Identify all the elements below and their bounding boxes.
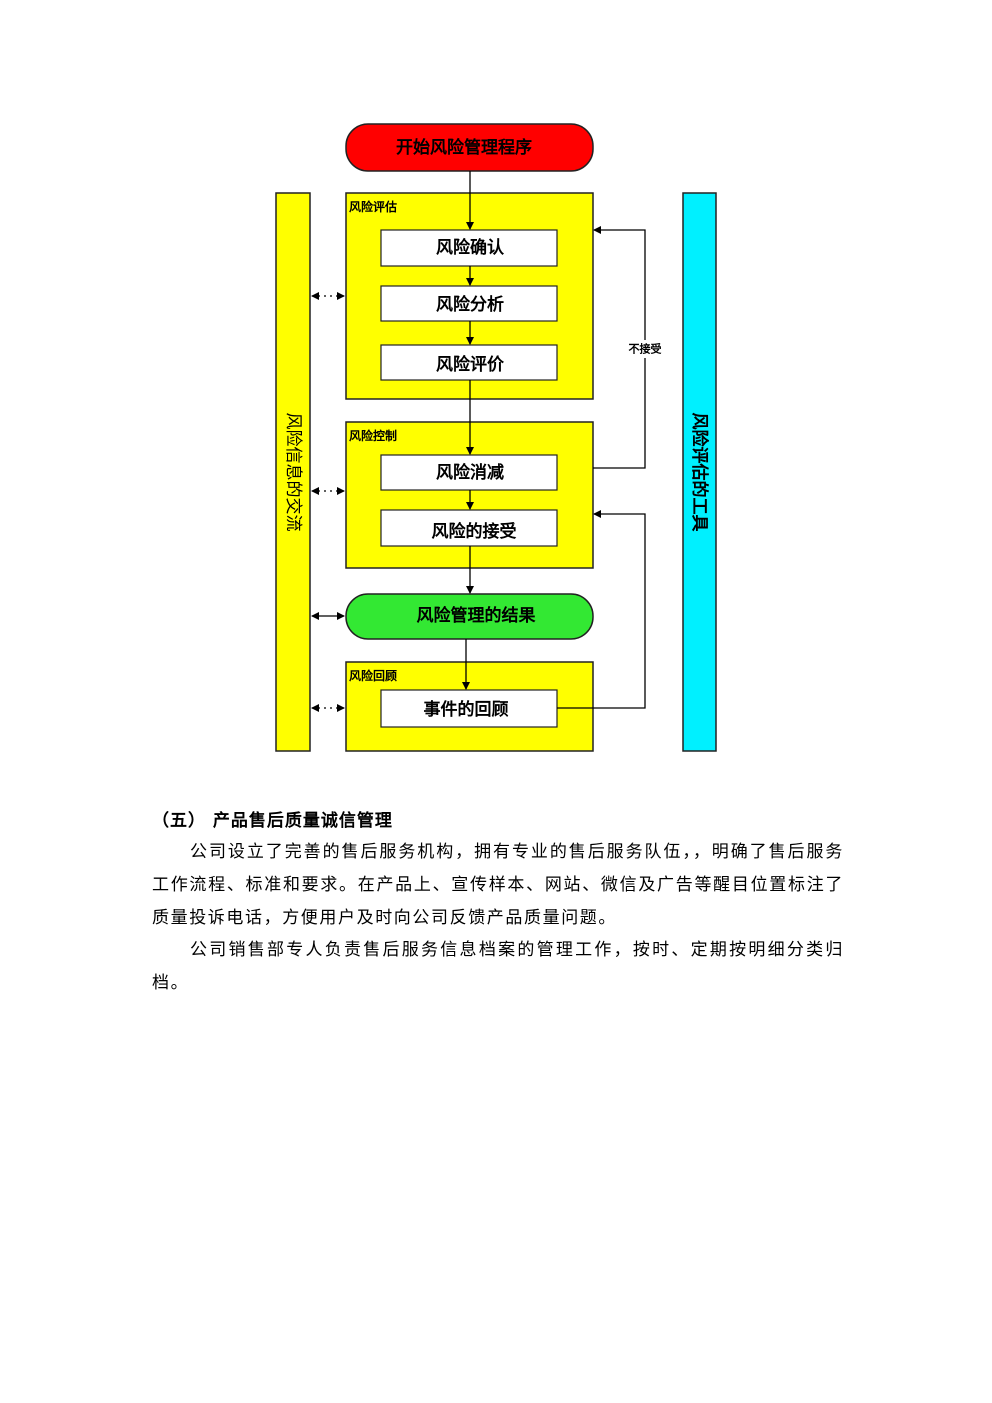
assessment-group-title: 风险评估 — [349, 199, 397, 214]
control-step: 风险消减 — [380, 454, 558, 491]
flow-arrows — [462, 171, 474, 690]
result-node-label: 风险管理的结果 — [417, 605, 536, 626]
review-step-label: 事件的回顾 — [424, 699, 509, 720]
assessment-step-label: 风险评价 — [436, 354, 505, 375]
review-group-title: 风险回顾 — [349, 668, 397, 683]
review-group: 风险回顾 事件的回顾 — [345, 661, 594, 752]
risk-management-flowchart: 风险信息的交流 风险评估的工具 开始风险管理程序 风险评估 风险确认 风险分析 … — [275, 123, 717, 752]
right-bar-risk-assessment-tools: 风险评估的工具 — [682, 192, 717, 752]
not-accepted-label: 不接受 — [629, 342, 662, 356]
start-node: 开始风险管理程序 — [345, 123, 594, 172]
loop-review-feedback — [557, 510, 646, 709]
right-bar-label: 风险评估的工具 — [689, 413, 710, 532]
not-accepted-label-bg — [627, 340, 663, 358]
review-step: 事件的回顾 — [380, 689, 558, 728]
control-step-label: 风险消减 — [436, 462, 504, 483]
section-paragraph: 公司销售部专人负责售后服务信息档案的管理工作，按时、定期按明细分类归档。 — [152, 940, 844, 993]
communication-arrows — [311, 292, 345, 712]
control-group-title: 风险控制 — [349, 428, 397, 443]
control-step-label: 风险的接受 — [432, 521, 517, 542]
left-bar-risk-communication: 风险信息的交流 — [275, 192, 311, 752]
section-heading: （五） 产品售后质量诚信管理 — [152, 811, 393, 831]
left-bar-label: 风险信息的交流 — [283, 413, 303, 532]
assessment-step: 风险确认 — [380, 229, 558, 267]
assessment-step-label: 风险确认 — [436, 237, 505, 258]
assessment-step: 风险评价 — [380, 344, 558, 381]
section-paragraph: 公司设立了完善的售后服务机构，拥有专业的售后服务队伍，，明确了售后服务工作流程、… — [152, 842, 844, 928]
control-step: 风险的接受 — [380, 509, 558, 547]
assessment-step-label: 风险分析 — [436, 294, 504, 315]
start-node-label: 开始风险管理程序 — [396, 137, 532, 158]
assessment-step: 风险分析 — [380, 285, 558, 322]
result-node: 风险管理的结果 — [345, 593, 594, 640]
